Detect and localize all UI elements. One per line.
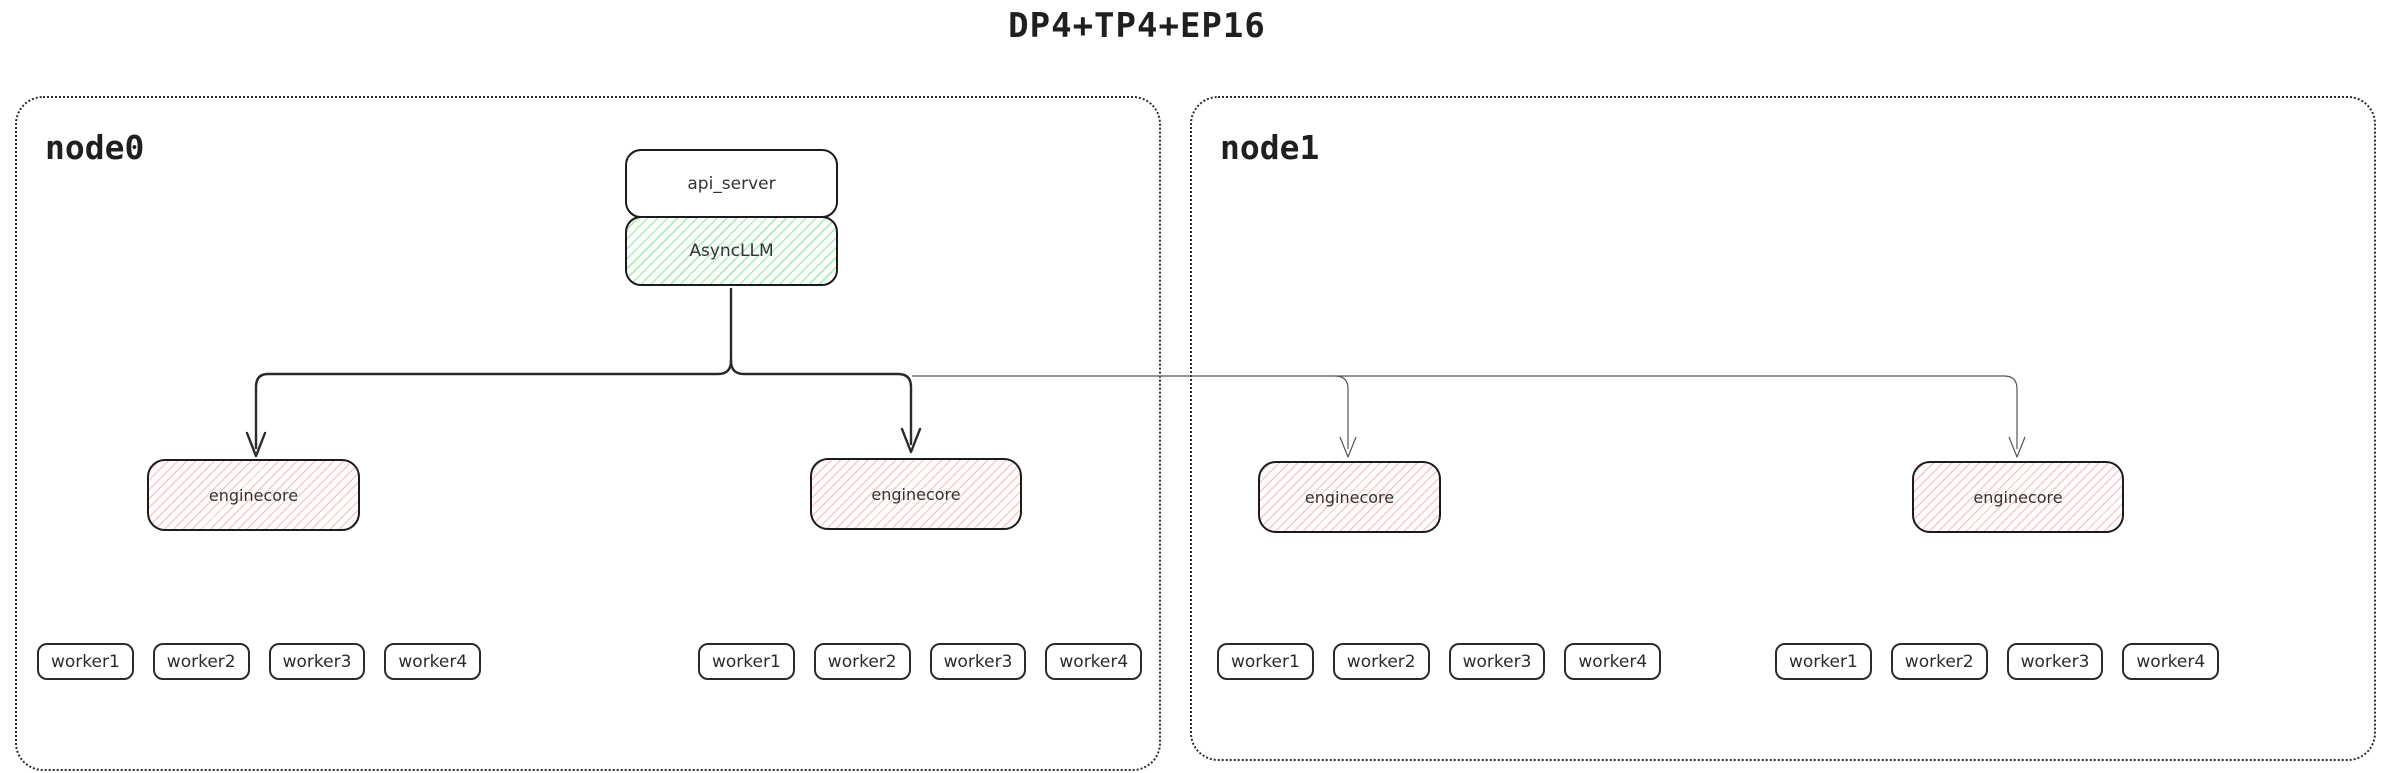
worker-box: worker1 — [1775, 643, 1872, 680]
enginecore-box-node0-1: enginecore — [147, 459, 360, 531]
enginecore-box-node0-2: enginecore — [810, 458, 1022, 530]
enginecore-label: enginecore — [1304, 487, 1395, 507]
enginecore-box-node1-2: enginecore — [1912, 461, 2124, 533]
worker-box: worker2 — [152, 643, 250, 680]
worker-group-node1-1: worker1 worker2 worker3 worker4 — [1217, 643, 1662, 680]
worker-box: worker4 — [384, 643, 482, 680]
worker-group-node0-2: worker1 worker2 worker3 worker4 — [698, 643, 1143, 680]
worker-box: worker3 — [1448, 643, 1546, 680]
worker-box: worker1 — [698, 643, 795, 680]
worker-group-node0-1: worker1 worker2 worker3 worker4 — [37, 643, 482, 680]
worker-box: worker4 — [1045, 643, 1143, 680]
asyncllm-label: AsyncLLM — [689, 241, 774, 261]
enginecore-label: enginecore — [871, 484, 961, 504]
diagram-title: DP4+TP4+EP16 — [1008, 6, 1266, 46]
enginecore-label: enginecore — [208, 485, 299, 505]
node0-label: node0 — [45, 128, 145, 167]
api-server-box: api_server — [625, 149, 838, 218]
worker-box: worker1 — [37, 643, 134, 680]
enginecore-box-node1-1: enginecore — [1258, 461, 1441, 533]
worker-box: worker4 — [1564, 643, 1662, 680]
worker-box: worker2 — [1332, 643, 1430, 680]
enginecore-label: enginecore — [1973, 487, 2063, 507]
worker-box: worker3 — [2006, 643, 2104, 680]
worker-box: worker4 — [2122, 643, 2220, 680]
worker-group-node1-2: worker1 worker2 worker3 worker4 — [1775, 643, 2220, 680]
worker-box: worker3 — [929, 643, 1027, 680]
worker-box: worker3 — [268, 643, 366, 680]
asyncllm-box: AsyncLLM — [625, 216, 838, 286]
api-server-stack: api_server AsyncLLM — [625, 149, 838, 286]
api-server-label: api_server — [687, 173, 776, 194]
worker-box: worker2 — [1890, 643, 1988, 680]
worker-box: worker1 — [1217, 643, 1314, 680]
worker-box: worker2 — [813, 643, 911, 680]
node1-label: node1 — [1220, 128, 1320, 167]
